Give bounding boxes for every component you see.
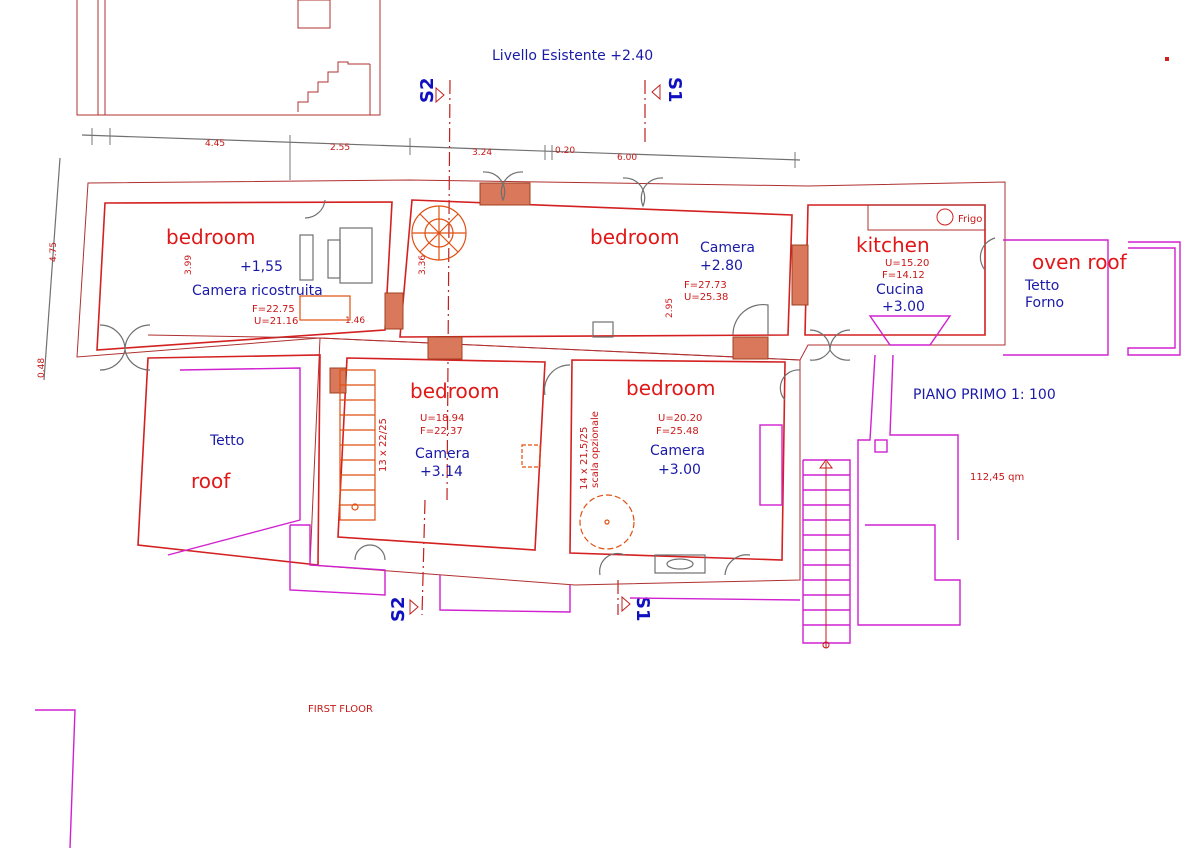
room-label-en: oven roof bbox=[1032, 250, 1128, 274]
dimension-label: 2.55 bbox=[330, 143, 350, 153]
room-label-it: Camera bbox=[415, 446, 470, 462]
room-label-it: Forno bbox=[1025, 295, 1064, 311]
caption-first-floor: FIRST FLOOR bbox=[308, 704, 373, 715]
room-floor-area: F=22.37 bbox=[420, 426, 463, 437]
room-kitchen: kitchen U=15.20 F=14.12 Cucina +3.00 Fri… bbox=[856, 214, 982, 315]
fridge-label: Frigo bbox=[958, 214, 982, 225]
room-label-it: Tetto bbox=[1024, 278, 1059, 294]
room-bedroom-lower-right: bedroom U=20.20 F=25.48 Camera +3.00 14 … bbox=[579, 376, 715, 490]
room-label-it: Cucina bbox=[876, 282, 924, 298]
room-bedroom-rebuilt: bedroom +1,55 Camera ricostruita F=22.75… bbox=[166, 225, 323, 327]
room-label-it: Camera bbox=[700, 240, 755, 256]
room-label-it: Camera bbox=[650, 443, 705, 459]
room-label-en: bedroom bbox=[626, 376, 715, 400]
room-label-en: kitchen bbox=[856, 233, 930, 257]
room-usable-area: U=25.38 bbox=[684, 292, 728, 303]
plan-title: PIANO PRIMO 1: 100 bbox=[913, 387, 1056, 403]
section-mark-s2: S2 bbox=[417, 78, 438, 104]
area-note: 112,45 qm bbox=[970, 472, 1024, 483]
room-usable-area: U=21.16 bbox=[254, 316, 298, 327]
dimension-label: 1.46 bbox=[345, 316, 365, 326]
room-level: +1,55 bbox=[240, 259, 283, 275]
dimension-label: 3.36 bbox=[418, 255, 428, 275]
room-bedroom-middle: bedroom Camera +2.80 F=27.73 U=25.38 bbox=[590, 225, 755, 303]
room-label-it: Camera ricostruita bbox=[192, 283, 323, 299]
level-label: Livello Esistente +2.40 bbox=[492, 48, 653, 64]
dimension-label: 6.00 bbox=[617, 153, 637, 163]
room-floor-area: F=22.75 bbox=[252, 304, 295, 315]
door-symbols bbox=[99, 171, 996, 576]
marker-dot bbox=[1165, 57, 1169, 61]
room-label-it: Tetto bbox=[209, 433, 244, 449]
room-level: +3.00 bbox=[658, 462, 701, 478]
stair-note: scala opzionale bbox=[590, 411, 601, 488]
dimension-label: 0.48 bbox=[37, 358, 47, 378]
room-bedroom-lower-left: bedroom U=18.94 F=22.37 Camera +3.14 13 … bbox=[378, 379, 499, 480]
room-label-en: bedroom bbox=[410, 379, 499, 403]
room-usable-area: U=18.94 bbox=[420, 413, 464, 424]
stairs bbox=[339, 205, 635, 550]
room-level: +3.00 bbox=[882, 299, 925, 315]
section-axes bbox=[409, 79, 661, 616]
room-oven-roof: oven roof Tetto Forno bbox=[1024, 250, 1128, 311]
room-level: +3.14 bbox=[420, 464, 463, 480]
room-label-en: bedroom bbox=[166, 225, 255, 249]
existing-building bbox=[76, 0, 381, 116]
dimension-label: 4.75 bbox=[49, 242, 59, 262]
section-mark-s1-bottom: S1 bbox=[632, 596, 653, 622]
room-level: +2.80 bbox=[700, 258, 743, 274]
room-floor-area: F=25.48 bbox=[656, 426, 699, 437]
room-roof: Tetto roof bbox=[191, 433, 244, 493]
dimension-label: 0.20 bbox=[555, 146, 575, 156]
room-floor-area: F=27.73 bbox=[684, 280, 727, 291]
section-mark-s1: S1 bbox=[664, 77, 685, 103]
dimension-label: 3.99 bbox=[184, 255, 194, 275]
stair-note: 13 x 22/25 bbox=[378, 418, 389, 472]
dimension-label: 3.24 bbox=[472, 148, 492, 158]
section-mark-s2-bottom: S2 bbox=[388, 597, 409, 623]
room-usable-area: U=20.20 bbox=[658, 413, 702, 424]
room-floor-area: F=14.12 bbox=[882, 270, 925, 281]
stair-note: 14 x 21,5/25 bbox=[579, 427, 590, 490]
dimension-lines bbox=[43, 128, 801, 381]
room-label-en: bedroom bbox=[590, 225, 679, 249]
outline-extensions bbox=[35, 239, 1181, 848]
dimension-label: 4.45 bbox=[205, 139, 225, 149]
room-usable-area: U=15.20 bbox=[885, 258, 929, 269]
dimension-label: 2.95 bbox=[665, 298, 675, 318]
room-label-en: roof bbox=[191, 469, 231, 493]
